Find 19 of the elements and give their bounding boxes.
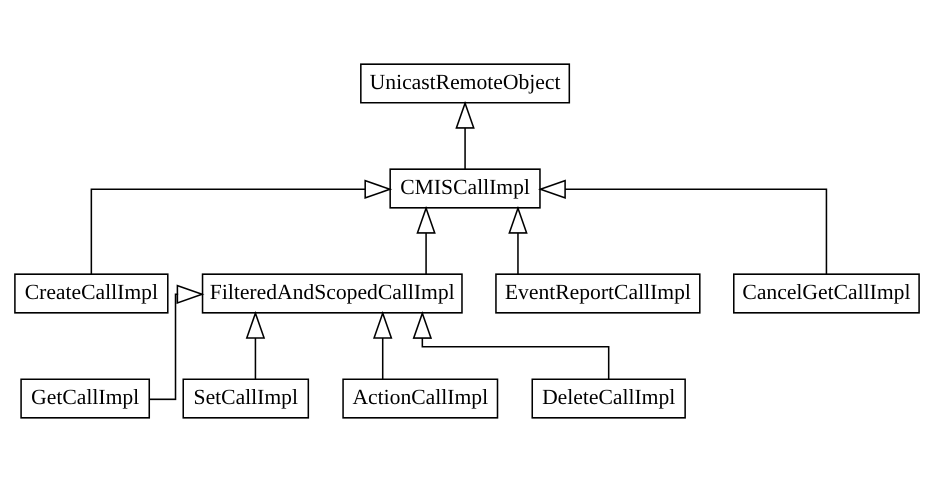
arrow: [508, 205, 528, 274]
arrow: [416, 205, 436, 274]
arrow: [149, 284, 204, 400]
node-box: FilteredAndScopedCallImpl: [202, 272, 463, 314]
node-box: DeleteCallImpl: [531, 378, 686, 418]
node-box: UnicastRemoteObject: [360, 62, 570, 104]
node-box: GetCallImpl: [20, 378, 150, 418]
arrow: [412, 310, 610, 378]
arrow: [538, 179, 828, 274]
arrow: [246, 310, 266, 378]
node-box: ActionCallImpl: [342, 378, 498, 418]
node-box: SetCallImpl: [182, 378, 310, 418]
node-box: CreateCallImpl: [14, 272, 169, 314]
arrow: [90, 179, 392, 274]
arrow: [455, 100, 475, 168]
arrow: [372, 310, 392, 378]
node-box: CancelGetCallImpl: [733, 272, 920, 314]
node-box: CMISCallImpl: [389, 168, 541, 208]
node-box: EventReportCallImpl: [495, 272, 701, 314]
